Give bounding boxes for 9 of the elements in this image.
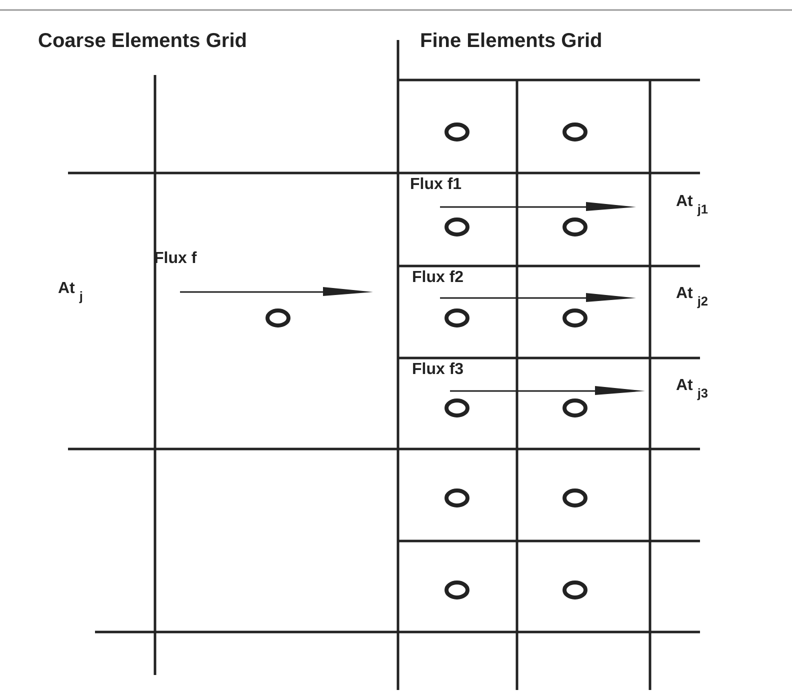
- flux-label: At $_{j1}$: [676, 193, 708, 218]
- flux-label: At $_{j2}$: [676, 285, 708, 310]
- grid-title: Fine Elements Grid: [420, 30, 602, 53]
- grid-title: Coarse Elements Grid: [38, 30, 247, 53]
- flux-label: Flux f2: [412, 269, 464, 288]
- flux-label: Flux f3: [412, 361, 464, 380]
- flux-label: At $_{j}$: [58, 280, 83, 304]
- flux-label: Flux f1: [410, 176, 462, 194]
- flux-label: At $_{j3}$: [676, 377, 708, 402]
